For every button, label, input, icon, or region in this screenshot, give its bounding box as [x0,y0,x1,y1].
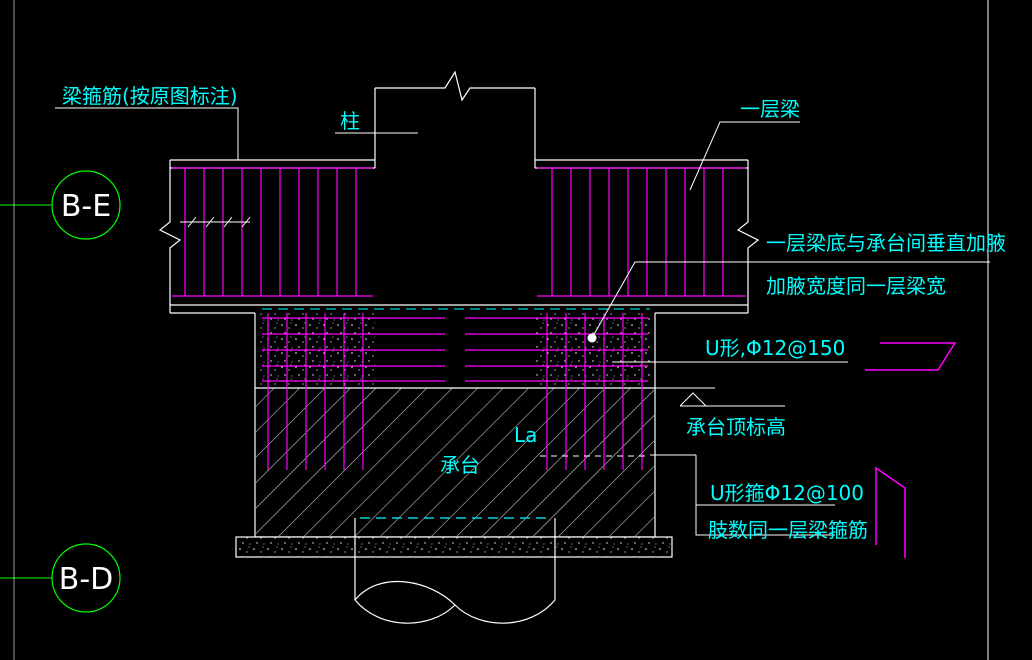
pile-cap-label: 承台 [440,453,480,477]
column-outline [374,70,536,168]
pile-outline [354,518,556,624]
leader-lines [55,107,990,536]
limb-count-label: 肢数同一层梁箍筋 [708,518,868,542]
grid-bubble-be [51,170,121,240]
haunch-note-line-1: 一层梁底与承台间垂直加腋 [766,231,1006,255]
haunch-right [535,313,652,385]
beam-stirrups [172,167,746,297]
grid-axis-label-bd: B-D [59,562,114,597]
break-line-icon [375,70,535,102]
first-floor-beam-outline [158,159,760,314]
haunch-note-line-2: 加腋宽度同一层梁宽 [766,274,946,298]
u-bar-symbol-icon [865,342,957,371]
column-label: 柱 [340,109,360,133]
u-bar-label: U形,Φ12@150 [705,336,845,360]
beam-stirrup-label: 梁箍筋(按原图标注) [62,84,238,108]
leader-dot [587,333,597,343]
first-floor-beam-label: 一层梁 [740,97,800,121]
stirrup-spacing-marks [180,216,251,228]
cap-top-elevation-mark [655,387,785,407]
grid-axis-label-be: B-E [61,189,111,224]
u-stirrup-label: U形箍Φ12@100 [710,481,864,505]
haunch-u-stirrups [267,313,643,470]
pile-cap [256,388,654,536]
haunch-u-bars [262,317,648,382]
grid-axis-group [0,0,121,660]
la-label: La [514,423,537,447]
haunch-left [258,313,375,385]
u-stirrup-symbol-icon [875,466,906,558]
bedding-layer [235,536,673,558]
cap-top-elevation-label: 承台顶标高 [686,415,786,439]
grid-bubble-bd [51,543,121,613]
